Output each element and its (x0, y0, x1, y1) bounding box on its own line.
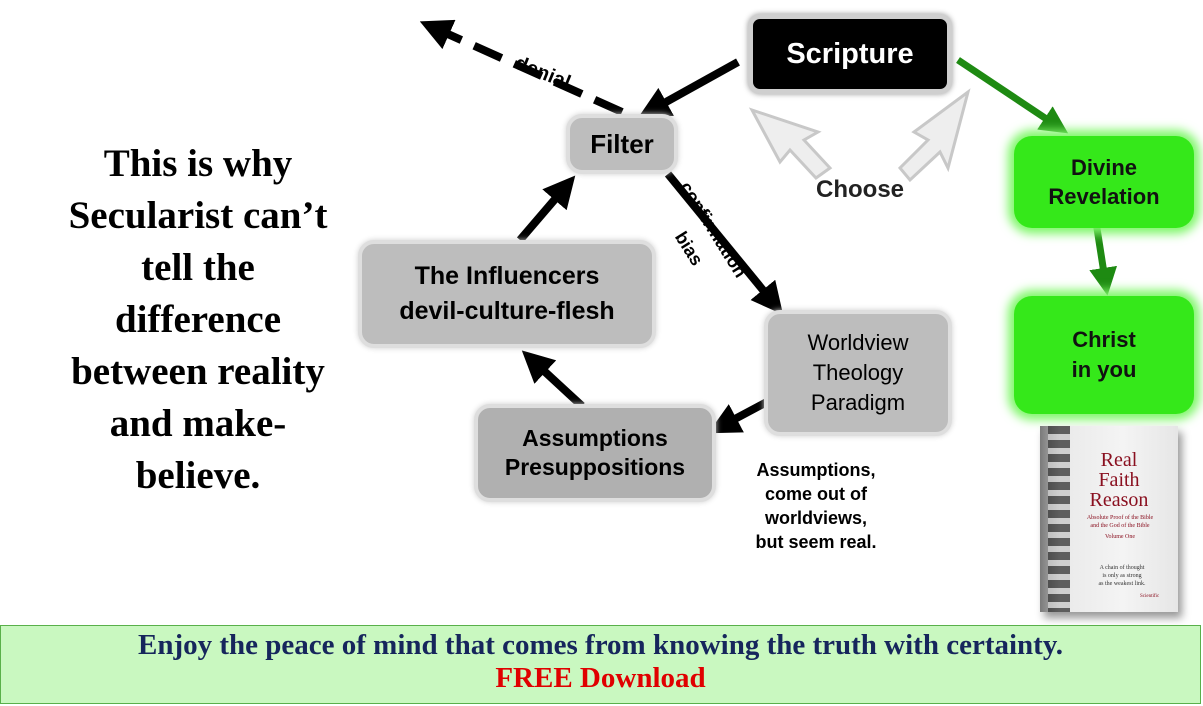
chain-icon (1048, 426, 1070, 612)
revelation-to-christ-arrow (1089, 221, 1118, 296)
divine-revelation-node: Divine Revelation (1014, 136, 1194, 228)
filter-to-worldview-arrow (664, 171, 784, 315)
headline-text: This is why Secularist can’t tell the di… (68, 142, 328, 497)
assumptions-to-influencers-arrow (521, 350, 585, 409)
download-banner[interactable]: Enjoy the peace of mind that comes from … (0, 625, 1201, 704)
choose-label: Choose (816, 176, 905, 203)
worldview-node: Worldview Theology Paradigm (764, 310, 952, 436)
choose-left-cursor-icon (748, 107, 833, 180)
banner-tagline: Enjoy the peace of mind that comes from … (138, 629, 1063, 661)
choose-right-cursor-icon (897, 88, 971, 183)
denial-arrow (419, 19, 624, 116)
book-publisher: Scientific (1140, 594, 1160, 599)
book-volume: Volume One (1104, 534, 1136, 540)
free-download-link[interactable]: FREE Download (495, 662, 706, 694)
scripture-to-filter-arrow (638, 58, 740, 118)
influencers-to-filter-arrow (516, 175, 576, 243)
filter-node: Filter (566, 114, 678, 174)
book-subtitle: Absolute Proof of the Bible and the God … (1086, 515, 1154, 529)
influencers-node: The Influencers devil-culture-flesh (358, 240, 656, 348)
scripture-node: Scripture (748, 14, 952, 94)
book-quote: A chain of thought is only as strong as … (1098, 565, 1146, 587)
assumptions-note: Assumptions, come out of worldviews, but… (755, 460, 877, 552)
christ-in-you-node: Christ in you (1014, 296, 1194, 414)
scripture-to-revelation-arrow (956, 57, 1069, 134)
book-title: Real Faith Reason (1089, 449, 1149, 511)
book-cover-image[interactable]: Real Faith Reason Absolute Proof of the … (1040, 426, 1178, 612)
assumptions-node: Assumptions Presuppositions (474, 404, 716, 502)
